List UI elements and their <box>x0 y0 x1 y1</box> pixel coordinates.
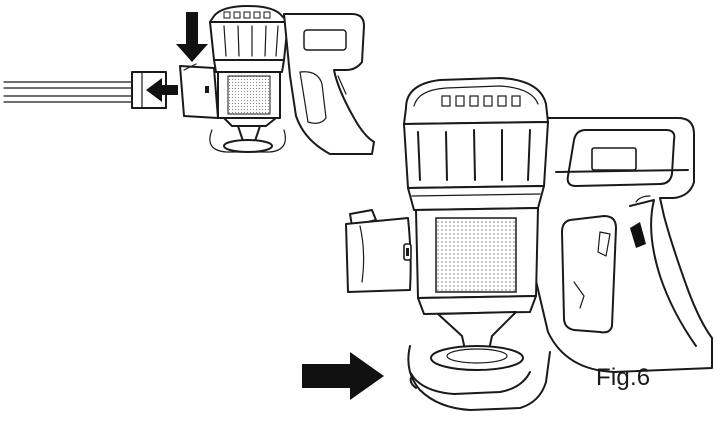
handheld-vacuum-small <box>179 5 375 155</box>
figure-caption: Fig.6 <box>596 364 651 391</box>
arrow-right-icon <box>302 352 384 400</box>
arrow-down-icon <box>176 12 208 62</box>
extension-tube <box>3 71 167 109</box>
arrow-left-icon <box>146 78 178 102</box>
handheld-vacuum-large <box>345 77 713 411</box>
